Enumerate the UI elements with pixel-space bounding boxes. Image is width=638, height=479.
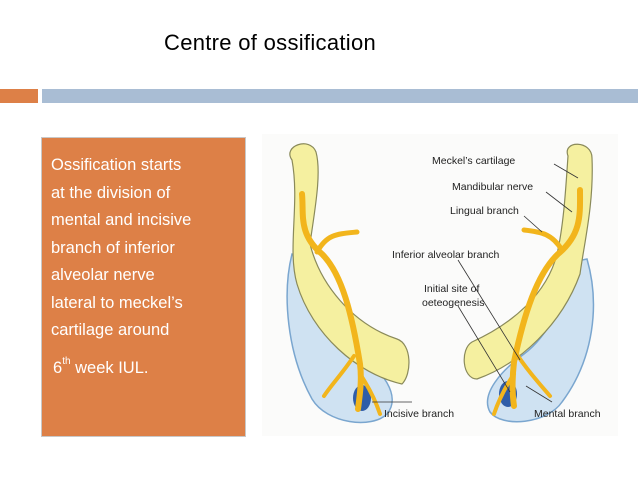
leader-lingual [523, 215, 543, 233]
mandible-diagram-svg: Meckel’s cartilage Mandibular nerve Ling… [262, 134, 618, 436]
label-initial-site-line2: oeteogenesis [422, 297, 484, 309]
right-lingual-branch [521, 227, 565, 253]
right-incisive-branch [492, 372, 516, 416]
left-meckels-cartilage [289, 143, 410, 385]
accent-bar-orange [0, 89, 38, 103]
leader-mental [525, 385, 553, 403]
label-initial-site-line1: Initial site of [424, 283, 480, 295]
label-lingual-branch: Lingual branch [450, 205, 519, 217]
left-mental-branch [322, 354, 356, 398]
left-incisive-branch [358, 372, 382, 416]
week-line: 6th week IUL. [51, 355, 245, 383]
accent-bar-blue [42, 89, 638, 103]
description-line: Ossification starts [51, 156, 182, 174]
description-line: cartilage around [51, 321, 170, 339]
left-lingual-branch [314, 229, 360, 255]
mandible-diagram: Meckel’s cartilage Mandibular nerve Ling… [262, 134, 618, 436]
label-meckels-cartilage: Meckel’s cartilage [432, 155, 515, 167]
description-line: at the division of [51, 183, 171, 202]
week-number: 6 [53, 358, 63, 377]
leader-initial-site [457, 305, 511, 393]
leader-mandibular [545, 191, 573, 213]
week-suffix: th [62, 355, 71, 367]
right-mental-branch [516, 354, 552, 398]
label-mental-branch: Mental branch [534, 408, 601, 420]
description-line: branch of inferior [51, 238, 175, 257]
leader-meckels [553, 163, 579, 179]
week-rest: week IUL. [70, 358, 149, 377]
leader-inferior-alveolar [457, 259, 521, 361]
left-inferior-alveolar-nerve [299, 191, 364, 412]
right-inferior-alveolar-nerve [509, 187, 584, 409]
description-line: alveolar nerve [51, 266, 155, 284]
description-line: lateral to meckel’s [51, 293, 183, 312]
label-mandibular-nerve: Mandibular nerve [452, 181, 533, 193]
label-inferior-alveolar-branch: Inferior alveolar branch [392, 249, 500, 261]
description-line: mental and incisive [51, 211, 192, 229]
slide-title: Centre of ossification [164, 30, 377, 55]
description-box: Ossification starts at the division of m… [41, 137, 246, 437]
label-incisive-branch: Incisive branch [384, 408, 454, 420]
